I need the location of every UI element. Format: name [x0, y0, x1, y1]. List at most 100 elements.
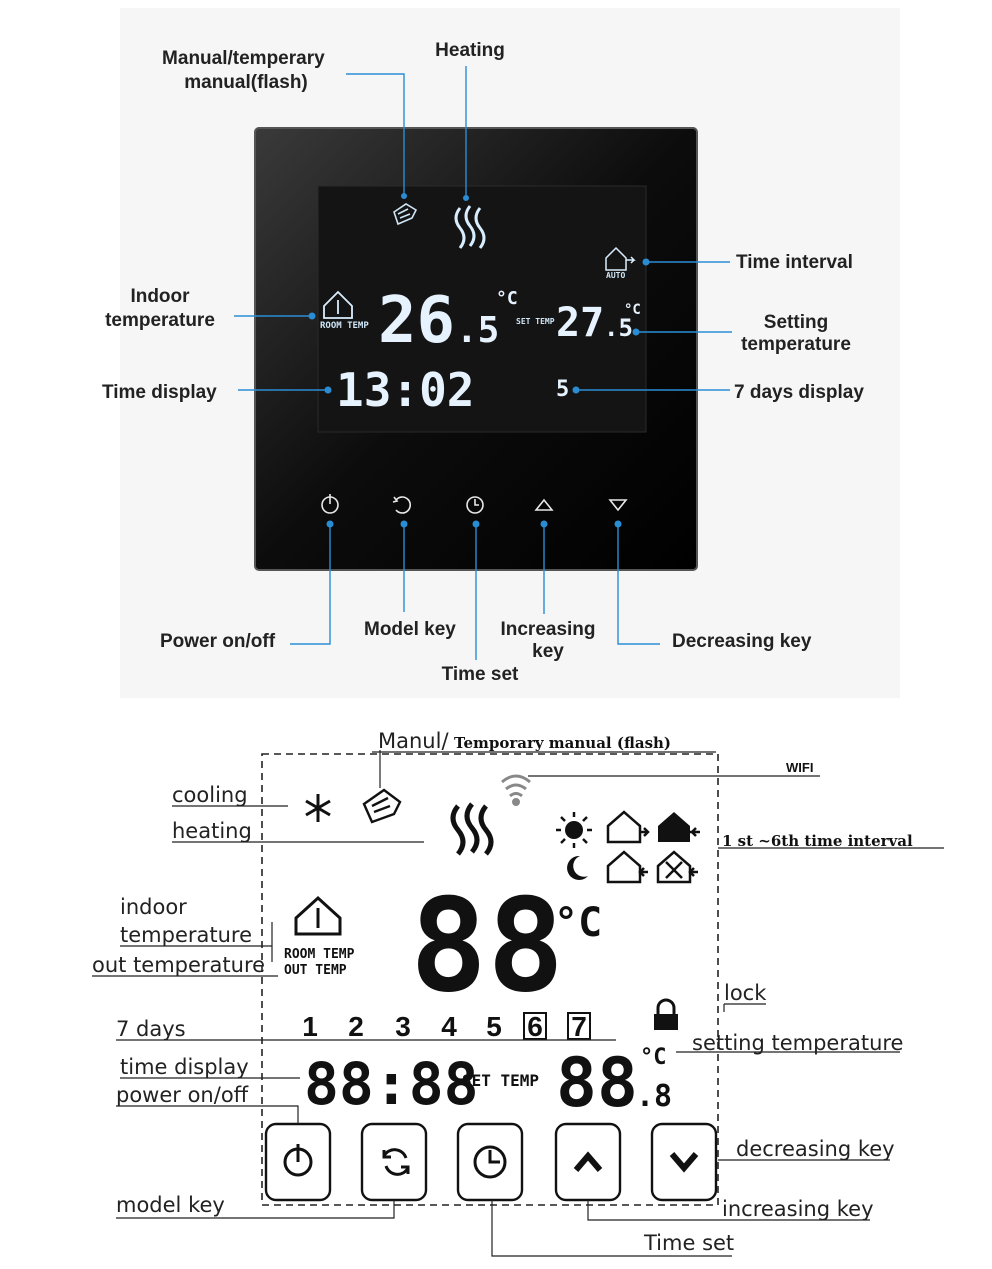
label-time-display: Time display [102, 382, 217, 403]
label-power: Power on/off [160, 631, 276, 652]
house-auto-icon [605, 246, 636, 271]
snowflake-icon [305, 794, 331, 822]
label-time-display: time display [120, 1055, 249, 1079]
arrow-home-icon [690, 827, 700, 837]
down-arrow-icon [669, 1152, 699, 1173]
set-temp-unit: °C [640, 1045, 667, 1070]
heating-wave-icon [450, 802, 494, 856]
label-decreasing: decreasing key [736, 1137, 895, 1161]
lcd-outline [261, 753, 719, 1206]
callout-dots [308, 193, 650, 528]
day-number-3: 3 [395, 1011, 411, 1042]
day-number-6: 6 [527, 1011, 543, 1042]
leader-lines [92, 750, 944, 1257]
house-in-icon [606, 850, 642, 884]
set-temp-value: 27 [556, 300, 604, 346]
sun-icon [556, 812, 592, 848]
mode-key[interactable] [392, 496, 411, 514]
set-temp-unit: °C [624, 302, 641, 318]
hand-icon [362, 788, 402, 824]
power-icon [283, 1144, 313, 1177]
mode-button[interactable] [360, 1122, 428, 1202]
up-arrow-icon [573, 1151, 603, 1172]
label-manual-line2: manual(flash) [184, 72, 308, 93]
label-time-set: Time set [442, 664, 519, 685]
mode-icon [382, 1148, 410, 1176]
day-number-1: 1 [302, 1011, 318, 1042]
label-setting-temp: setting temperature [692, 1031, 903, 1055]
wifi-icon [501, 774, 531, 806]
room-temp-decimal: .5 [456, 310, 499, 351]
day-value: 5 [556, 377, 569, 402]
set-temp-label: SET TEMP [462, 1071, 539, 1090]
day-number-4: 4 [441, 1011, 457, 1042]
room-temp-label: ROOM TEMP [320, 321, 369, 331]
label-manual-line1: Manual/temperary [162, 48, 325, 69]
house-meal-icon [656, 850, 692, 884]
time-digits: 88:88 [304, 1050, 479, 1118]
out-temp-label: OUT TEMP [284, 963, 347, 978]
moon-icon [567, 855, 588, 880]
callout-lines [234, 66, 732, 660]
label-lock: lock [724, 981, 767, 1005]
label-model: Model key [364, 619, 456, 640]
lock-icon [654, 998, 678, 1030]
down-button[interactable] [650, 1122, 718, 1202]
label-decreasing: Decreasing key [672, 631, 812, 652]
arrow-in-icon [638, 867, 648, 877]
label-indoor-a: indoor [120, 895, 187, 919]
day-number-5: 5 [486, 1011, 502, 1042]
label-7-days: 7 days [116, 1017, 186, 1041]
set-temp-digits: 88 [556, 1044, 638, 1123]
day-6-box [523, 1012, 547, 1040]
day-number-2: 2 [348, 1011, 364, 1042]
main-temp-digits: 88 [410, 872, 564, 1021]
set-temp-label: SET TEMP [516, 317, 555, 326]
label-heating: Heating [435, 40, 505, 61]
label-model: model key [116, 1193, 225, 1217]
label-manual: Manual/temperary manual(flash) [162, 48, 330, 93]
room-temp-label: ROOM TEMP [284, 947, 355, 962]
arrow-return-icon [688, 867, 698, 877]
room-temp-value: 26 [378, 284, 455, 358]
down-key[interactable] [608, 499, 628, 512]
day-number-7: 7 [571, 1011, 587, 1042]
label-time-interval: Time interval [736, 252, 853, 273]
label-increasing: increasing key [722, 1197, 874, 1221]
up-button[interactable] [554, 1122, 622, 1202]
auto-label: AUTO [606, 271, 625, 280]
label-time-set: Time set [643, 1231, 734, 1255]
top-section: AUTO ROOM TEMP 26 .5 °C SET TEMP 27 .5 °… [102, 8, 900, 698]
house-out-icon [606, 810, 642, 844]
time-value: 13:02 [336, 363, 474, 417]
label-out-temp: out temperature [92, 953, 265, 977]
set-temp-decimal: .8 [636, 1079, 672, 1114]
up-key[interactable] [534, 498, 554, 511]
arrow-out-icon [640, 827, 650, 837]
label-cooling: cooling [172, 783, 248, 807]
day-7-box [567, 1012, 591, 1040]
clock-icon [473, 1145, 507, 1179]
label-interval: 1 st ~6th time interval [722, 832, 913, 850]
clock-key[interactable] [466, 496, 484, 514]
label-wifi: WIFI [786, 760, 813, 775]
main-temp-unit: °C [554, 900, 602, 946]
label-7-days: 7 days display [734, 382, 864, 403]
label-heating: heating [172, 819, 252, 843]
label-manual-a: Manul/ [378, 729, 449, 753]
label-manual-b: Temporary manual (flash) [454, 734, 671, 752]
room-house-icon [323, 290, 353, 319]
lcd-screen [317, 185, 647, 433]
hand-icon [393, 203, 418, 226]
label-power: power on/off [116, 1083, 249, 1107]
label-indoor-b: temperature [120, 923, 252, 947]
house-filled-icon [658, 812, 690, 842]
room-temp-unit: °C [496, 288, 518, 309]
power-key[interactable] [321, 494, 339, 514]
